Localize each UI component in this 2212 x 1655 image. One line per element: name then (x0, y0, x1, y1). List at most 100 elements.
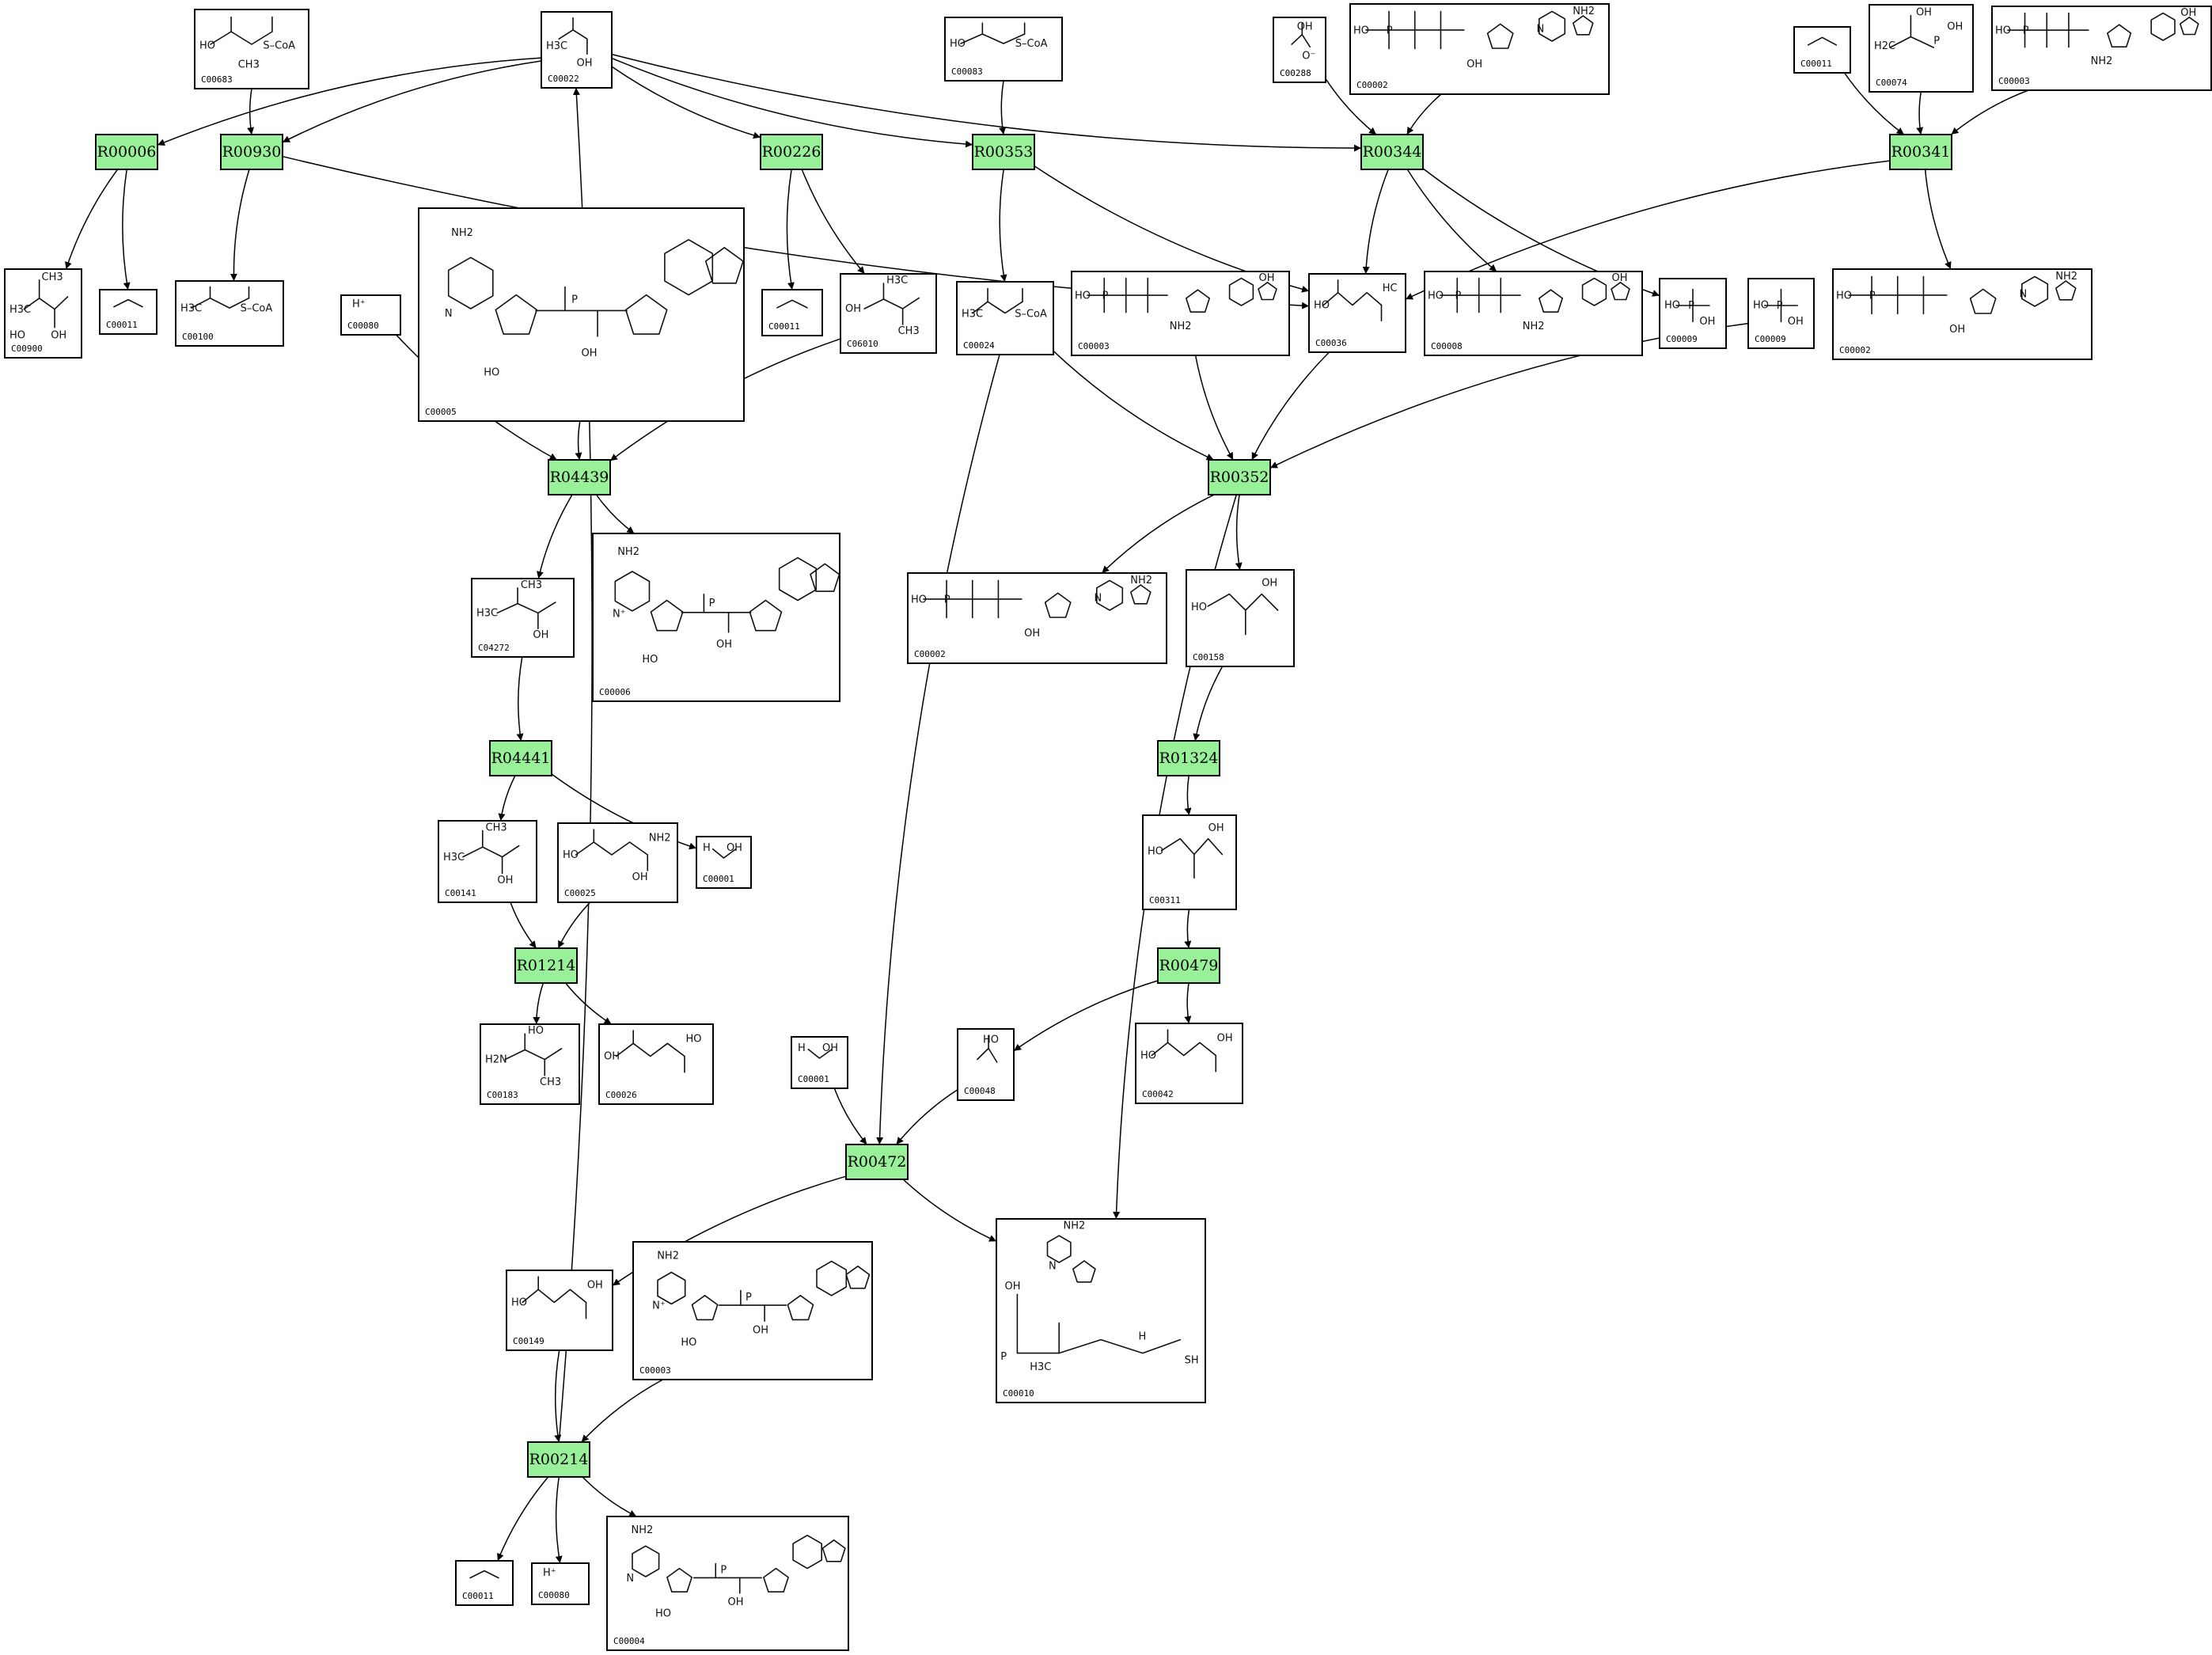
compound-id: C00009 (1666, 334, 1698, 344)
compound-node[interactable]: H⁺C00080 (531, 1562, 590, 1605)
atom-label: P (720, 1565, 727, 1577)
compound-box (592, 533, 840, 702)
ring (1539, 10, 1566, 42)
atom-label: H3C (962, 309, 983, 321)
reaction-node[interactable]: R00214 (527, 1441, 590, 1478)
compound-node[interactable]: OHO⁻C00288 (1273, 17, 1326, 83)
atom-label: HO (911, 594, 927, 606)
reaction-id: R00930 (222, 143, 282, 161)
reaction-node[interactable]: R00344 (1360, 134, 1424, 170)
compound-box (506, 1270, 613, 1351)
compound-node[interactable]: C00011 (99, 289, 157, 335)
ring (810, 563, 840, 592)
reaction-id: R00214 (529, 1451, 589, 1468)
compound-box (1793, 26, 1851, 74)
reaction-node[interactable]: R04441 (489, 740, 552, 776)
ring (2021, 275, 2049, 307)
compound-box (340, 294, 401, 336)
atom-label: OH (716, 639, 732, 651)
atom-label: HO (1428, 290, 1444, 302)
compound-id: C00900 (11, 344, 43, 354)
compound-node[interactable]: C00011 (1793, 26, 1851, 74)
compound-id: C00183 (487, 1090, 518, 1100)
reaction-node[interactable]: R00930 (220, 134, 283, 170)
compound-node[interactable]: H⁺C00080 (340, 294, 401, 336)
atom-label: H2C (1874, 40, 1895, 52)
compound-id: C00011 (1800, 59, 1832, 69)
bond-chain (23, 296, 69, 310)
reaction-node[interactable]: R00341 (1889, 134, 1952, 170)
reaction-node[interactable]: R00226 (760, 134, 823, 170)
reaction-node[interactable]: R01324 (1157, 740, 1220, 776)
compound-box (438, 820, 537, 903)
reaction-edge (786, 169, 795, 290)
atom-label: CH3 (238, 59, 260, 71)
reaction-node[interactable]: R00479 (1157, 947, 1220, 984)
reaction-edge (554, 1349, 562, 1443)
reaction-edge (581, 1379, 663, 1443)
ring (2180, 17, 2199, 36)
reaction-node[interactable]: R00353 (972, 134, 1035, 170)
reaction-box (489, 740, 552, 776)
atom-label: H3C (443, 852, 465, 864)
reaction-edge (1193, 666, 1224, 742)
reaction-edge (611, 57, 973, 148)
atom-label: H2N (485, 1054, 507, 1066)
reaction-node[interactable]: R00006 (95, 134, 158, 170)
reaction-node[interactable]: R01214 (514, 947, 578, 984)
compound-box (632, 1241, 873, 1380)
reaction-node[interactable]: R04439 (548, 459, 611, 495)
reaction-node[interactable]: R00352 (1208, 459, 1271, 495)
reaction-box (1889, 134, 1952, 170)
compound-node[interactable]: C00011 (761, 289, 823, 336)
reaction-edge (497, 1476, 549, 1562)
compound-box (791, 1036, 848, 1089)
reaction-node[interactable]: R00472 (845, 1144, 909, 1180)
atom-label: P (746, 1292, 752, 1304)
atom-label: HC (1383, 283, 1398, 294)
compound-box (194, 9, 309, 89)
ring (1228, 277, 1254, 306)
atom-label: OH (1949, 324, 1965, 336)
ring (614, 571, 651, 612)
atom-label: H (798, 1042, 806, 1054)
compound-node[interactable]: C00011 (455, 1560, 514, 1606)
compound-id: C00022 (548, 74, 579, 84)
compound-id: C00149 (513, 1336, 544, 1346)
compound-box (1349, 3, 1610, 95)
